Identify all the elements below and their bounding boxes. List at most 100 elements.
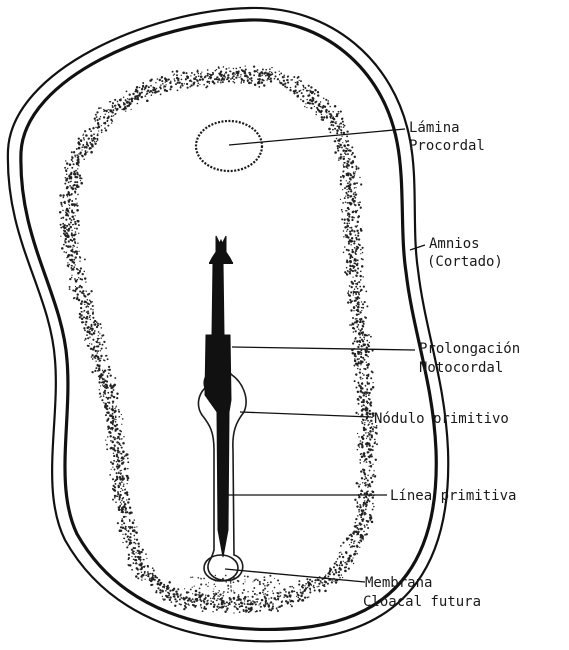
stipple-dot xyxy=(132,522,135,525)
stipple-dot xyxy=(336,132,338,134)
stipple-dot xyxy=(226,607,228,609)
stipple-dot xyxy=(265,600,267,602)
stipple-dot xyxy=(79,256,80,257)
stipple-dot xyxy=(320,101,321,102)
stipple-dot xyxy=(357,304,358,305)
stipple-dot xyxy=(68,240,70,242)
stipple-dot xyxy=(353,291,355,293)
amnion-outer-outline xyxy=(8,8,448,641)
stipple-dot xyxy=(63,232,65,234)
stipple-dot xyxy=(112,424,114,426)
stipple-dot xyxy=(144,579,145,580)
stipple-dot xyxy=(230,582,231,583)
stipple-dot xyxy=(356,168,357,169)
stipple-dot xyxy=(204,606,206,608)
stipple-dot xyxy=(351,229,353,231)
stipple-dot xyxy=(207,69,209,71)
stipple-dot xyxy=(121,109,123,111)
stipple-dot xyxy=(351,240,353,242)
stipple-dot xyxy=(80,315,81,316)
stipple-dot xyxy=(352,160,354,162)
stipple-dot xyxy=(237,71,239,73)
stipple-dot xyxy=(223,591,225,593)
stipple-dot xyxy=(104,369,106,371)
stipple-dot xyxy=(135,552,136,553)
stipple-dot xyxy=(87,337,89,339)
stipple-dot xyxy=(369,413,371,415)
stipple-dot xyxy=(349,227,350,228)
stipple-dot xyxy=(184,588,185,589)
stipple-dot xyxy=(346,273,348,275)
stipple-dot xyxy=(340,552,341,553)
stipple-dot xyxy=(355,234,357,236)
stipple-dot xyxy=(357,433,358,434)
stipple-dot xyxy=(142,87,143,88)
stipple-dot xyxy=(119,106,122,109)
stipple-dot xyxy=(333,580,334,581)
stipple-dot xyxy=(60,236,61,237)
stipple-dot xyxy=(290,604,291,605)
stipple-dot xyxy=(153,569,155,571)
stipple-dot xyxy=(260,72,262,74)
stipple-dot xyxy=(306,90,308,92)
stipple-dot xyxy=(313,98,315,100)
stipple-dot xyxy=(318,105,320,107)
stipple-dot xyxy=(159,79,161,81)
stipple-dot xyxy=(238,77,239,78)
stipple-dot xyxy=(317,94,319,96)
stipple-dot xyxy=(356,166,358,168)
stipple-dot xyxy=(357,221,359,223)
stipple-dot xyxy=(274,578,275,579)
stipple-dot xyxy=(340,176,342,178)
stipple-dot xyxy=(349,299,351,301)
stipple-dot xyxy=(186,83,188,85)
stipple-dot xyxy=(227,585,229,587)
stipple-dot xyxy=(126,453,128,455)
stipple-dot xyxy=(160,87,161,88)
stipple-dot xyxy=(368,444,370,446)
stipple-dot xyxy=(213,604,215,606)
stipple-dot xyxy=(290,87,292,89)
stipple-dot xyxy=(68,254,70,256)
stipple-dot xyxy=(112,111,114,113)
stipple-dot xyxy=(129,94,131,96)
stipple-dot xyxy=(368,351,370,353)
stipple-dot xyxy=(117,447,119,449)
stipple-dot xyxy=(109,414,112,417)
stipple-dot xyxy=(250,602,252,604)
stipple-dot xyxy=(85,338,87,340)
stipple-dot xyxy=(353,193,355,195)
stipple-dot xyxy=(116,461,118,463)
stipple-dot xyxy=(248,611,250,613)
cloacal-membrane xyxy=(204,555,238,581)
stipple-dot xyxy=(355,373,357,375)
stipple-dot xyxy=(214,594,216,596)
stipple-dot xyxy=(364,526,366,528)
stipple-dot xyxy=(246,610,248,612)
stipple-dot xyxy=(353,365,355,367)
stipple-dot xyxy=(367,479,369,481)
stipple-dot xyxy=(356,322,358,324)
stipple-dot xyxy=(349,233,351,235)
stipple-dot xyxy=(81,149,82,150)
stipple-dot xyxy=(361,401,363,403)
stipple-dot xyxy=(353,182,356,185)
stipple-dot xyxy=(332,111,334,113)
stipple-dot xyxy=(363,374,364,375)
stipple-dot xyxy=(140,551,142,553)
stipple-dot xyxy=(320,580,322,582)
stipple-dot xyxy=(329,573,331,575)
stipple-dot xyxy=(110,461,112,463)
stipple-dot xyxy=(330,115,332,117)
stipple-dot xyxy=(327,576,329,578)
stipple-dot xyxy=(342,577,343,578)
stipple-dot xyxy=(255,604,257,606)
stipple-dot xyxy=(357,288,359,290)
stipple-dot xyxy=(114,408,115,409)
stipple-dot xyxy=(200,578,202,580)
stipple-dot xyxy=(65,179,68,182)
stipple-dot xyxy=(103,116,105,118)
stipple-dot xyxy=(67,262,68,263)
stipple-dot xyxy=(351,146,353,148)
stipple-dot xyxy=(106,420,108,422)
